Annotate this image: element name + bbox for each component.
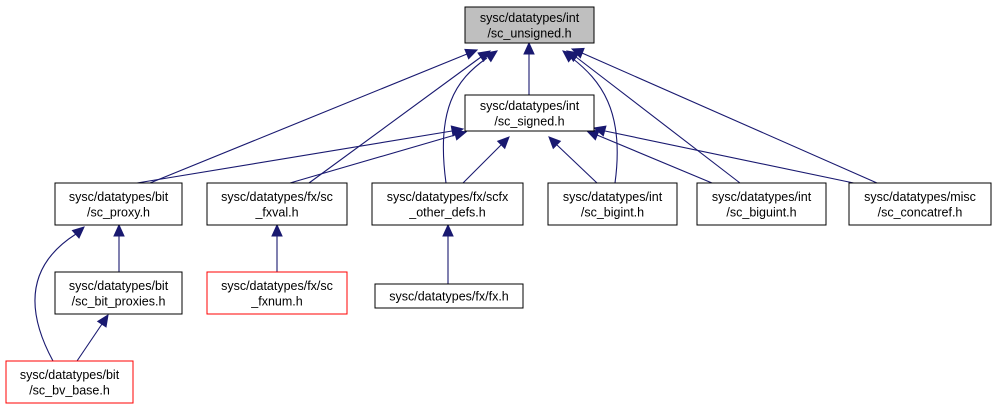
node-sc-biguint[interactable]: sysc/datatypes/int/sc_biguint.h xyxy=(696,182,827,226)
edge-scfx_other_defs-to-sc_unsigned xyxy=(442,50,498,184)
node-label-line1: sysc/datatypes/fx/scfx xyxy=(387,190,509,204)
node-sc-bigint[interactable]: sysc/datatypes/int/sc_bigint.h xyxy=(547,182,678,226)
arrowhead xyxy=(523,41,535,55)
node-label-line2: /sc_proxy.h xyxy=(87,206,150,220)
edge-sc_fxval-to-sc_signed xyxy=(289,129,468,184)
node-box xyxy=(848,182,992,226)
node-scfx-other-defs[interactable]: sysc/datatypes/fx/scfx _other_defs.h xyxy=(371,182,524,226)
arrowhead xyxy=(442,223,454,237)
node-label-line2: _other_defs.h xyxy=(408,206,485,220)
edge-line xyxy=(571,57,618,184)
edge-line xyxy=(556,144,598,184)
arrowhead xyxy=(496,136,510,150)
nodes-layer: sysc/datatypes/int/sc_unsigned.hsysc/dat… xyxy=(5,6,992,404)
edge-sc_proxy-to-sc_unsigned xyxy=(149,48,479,184)
arrowhead xyxy=(271,223,283,237)
edge-line xyxy=(575,56,741,184)
node-label-line1: sysc/datatypes/bit xyxy=(69,279,169,293)
edge-line xyxy=(596,134,713,184)
edge-line xyxy=(581,52,878,184)
node-box xyxy=(54,182,183,226)
node-label-line1: sysc/datatypes/int xyxy=(712,190,812,204)
node-box xyxy=(206,182,348,226)
node-sc-bv-base[interactable]: sysc/datatypes/bit/sc_bv_base.h xyxy=(5,360,134,404)
edge-scfx_other_defs-to-sc_signed xyxy=(462,136,510,184)
node-label-line1: sysc/datatypes/bit xyxy=(69,190,169,204)
edge-line xyxy=(76,323,103,362)
edge-sc_proxy-to-sc_signed xyxy=(136,125,465,184)
edge-line xyxy=(308,56,482,184)
node-box xyxy=(206,271,348,315)
node-fx[interactable]: sysc/datatypes/fx/fx.h xyxy=(374,283,524,309)
node-box xyxy=(371,182,524,226)
node-sc-fxval[interactable]: sysc/datatypes/fx/sc _fxval.h xyxy=(206,182,348,226)
node-label-line2: /sc_concatref.h xyxy=(878,206,963,220)
arrowhead xyxy=(113,223,125,237)
arrowhead xyxy=(464,48,479,60)
node-box xyxy=(5,360,134,404)
arrowhead xyxy=(548,136,562,150)
node-label-line1: sysc/datatypes/fx/sc xyxy=(221,279,333,293)
edge-sc_bigint-to-sc_signed xyxy=(548,136,598,184)
node-label-line2: _fxnum.h xyxy=(250,295,302,309)
node-label-line2: /sc_bigint.h xyxy=(581,206,644,220)
edge-fx-to-scfx_other_defs xyxy=(442,223,454,284)
edge-line xyxy=(34,233,77,362)
arrowhead xyxy=(453,129,468,141)
node-label-line1: sysc/datatypes/int xyxy=(563,190,663,204)
node-sc-fxnum[interactable]: sysc/datatypes/fx/sc _fxnum.h xyxy=(206,271,348,315)
node-label-line2: /sc_bit_proxies.h xyxy=(72,295,166,309)
edges-layer xyxy=(34,41,878,362)
arrowhead xyxy=(570,47,585,59)
edge-sc_fxnum-to-sc_fxval xyxy=(271,223,283,272)
node-box xyxy=(547,182,678,226)
node-box xyxy=(374,283,524,309)
node-sc-unsigned: sysc/datatypes/int/sc_unsigned.h xyxy=(464,6,595,44)
arrowhead xyxy=(484,50,498,63)
arrowhead xyxy=(585,129,600,141)
node-label-line2: /sc_bv_base.h xyxy=(29,384,110,398)
edge-line xyxy=(442,57,488,184)
edge-line xyxy=(604,130,869,187)
edge-sc_signed-to-sc_unsigned xyxy=(523,41,535,95)
edge-line xyxy=(289,134,456,184)
node-label-line2: /sc_biguint.h xyxy=(726,206,796,220)
edge-sc_bv_base-to-sc_bit_proxies xyxy=(76,313,109,362)
edge-sc_concatref-to-sc_signed xyxy=(592,125,869,187)
node-box xyxy=(464,6,595,44)
arrowhead xyxy=(71,226,85,239)
node-label-line1: sysc/datatypes/misc xyxy=(864,190,976,204)
arrowhead xyxy=(96,313,109,328)
node-label-line1: sysc/datatypes/fx/sc xyxy=(221,190,333,204)
node-label-line2: /sc_signed.h xyxy=(494,115,564,129)
edge-sc_fxval-to-sc_unsigned xyxy=(308,50,492,184)
arrowhead xyxy=(592,125,607,137)
node-label-line1: sysc/datatypes/int xyxy=(480,99,580,113)
node-sc-concatref[interactable]: sysc/datatypes/misc/sc_concatref.h xyxy=(848,182,992,226)
node-label-line2: /sc_unsigned.h xyxy=(487,27,571,41)
node-box xyxy=(54,271,183,315)
node-label-line2: _fxval.h xyxy=(254,206,298,220)
edge-sc_bit_proxies-to-sc_proxy xyxy=(113,223,125,272)
edge-line xyxy=(136,130,453,184)
edge-sc_biguint-to-sc_signed xyxy=(585,129,713,184)
node-box xyxy=(464,94,595,132)
node-sc-proxy[interactable]: sysc/datatypes/bit/sc_proxy.h xyxy=(54,182,183,226)
node-box xyxy=(696,182,827,226)
node-sc-bit-proxies[interactable]: sysc/datatypes/bit/sc_bit_proxies.h xyxy=(54,271,183,315)
edge-line xyxy=(462,144,502,184)
edge-line xyxy=(149,53,468,184)
node-label-line1: sysc/datatypes/int xyxy=(480,11,580,25)
node-sc-signed[interactable]: sysc/datatypes/int/sc_signed.h xyxy=(464,94,595,132)
edge-sc_concatref-to-sc_unsigned xyxy=(570,47,878,184)
edge-sc_bv_base-to-sc_proxy xyxy=(34,226,85,362)
node-label-line1: sysc/datatypes/bit xyxy=(20,368,120,382)
node-label-line1: sysc/datatypes/fx/fx.h xyxy=(389,290,509,304)
